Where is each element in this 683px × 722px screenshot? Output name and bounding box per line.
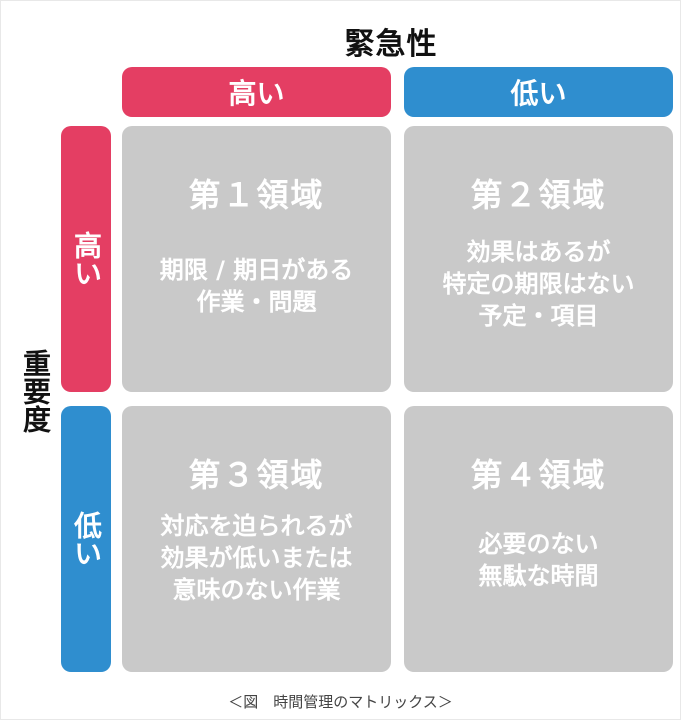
importance-axis-title: 重要度 — [19, 349, 52, 433]
quadrant-1-title: 第１領域 — [188, 176, 325, 214]
quadrant-4-title: 第４領域 — [470, 456, 607, 494]
importance-high-header: 高い — [61, 126, 111, 392]
quadrant-2-description: 効果はあるが 特定の期限はない 予定・項目 — [442, 238, 635, 330]
quadrant-3: 第３領域 対応を迫られるが 効果が低いまたは 意味のない作業 — [122, 406, 391, 672]
quadrant-4-description: 必要のない 無駄な時間 — [478, 530, 599, 590]
quadrant-2: 第２領域 効果はあるが 特定の期限はない 予定・項目 — [404, 126, 673, 392]
urgency-high-header: 高い — [122, 67, 391, 117]
quadrant-3-title: 第３領域 — [188, 456, 325, 494]
quadrant-2-title: 第２領域 — [470, 176, 607, 214]
urgency-low-header: 低い — [404, 67, 673, 117]
urgency-axis-title: 緊急性 — [344, 27, 438, 62]
importance-low-header: 低い — [61, 406, 111, 672]
quadrant-1-description: 期限 / 期日がある 作業・問題 — [159, 256, 354, 316]
quadrant-1: 第１領域 期限 / 期日がある 作業・問題 — [122, 126, 391, 392]
figure-caption: ＜図 時間管理のマトリックス＞ — [228, 693, 453, 711]
quadrant-3-description: 対応を迫られるが 効果が低いまたは 意味のない作業 — [160, 512, 353, 604]
quadrant-4: 第４領域 必要のない 無駄な時間 — [404, 406, 673, 672]
